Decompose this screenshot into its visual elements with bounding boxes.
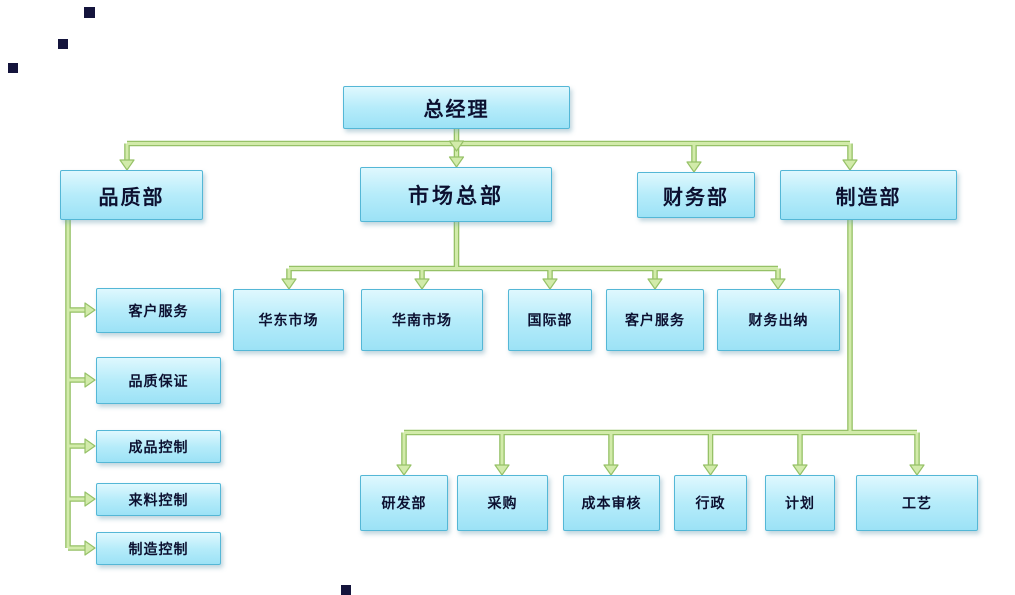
node-label: 来料控制 (128, 492, 189, 509)
node-label: 成品控制 (128, 439, 189, 456)
node-customer-service-m[interactable]: 客户服务 (606, 289, 704, 351)
artifact-square (58, 39, 68, 49)
node-label: 华东市场 (258, 313, 319, 329)
artifact-square (8, 63, 18, 73)
node-label: 制造部 (835, 184, 902, 209)
node-label: 客户服务 (128, 303, 189, 320)
node-marketing-hq[interactable]: 市场总部 (360, 167, 552, 222)
node-label: 制造控制 (128, 541, 189, 558)
node-manufacturing-dept[interactable]: 制造部 (780, 170, 957, 220)
node-label: 财务出纳 (748, 313, 809, 329)
node-rd-dept[interactable]: 研发部 (360, 475, 448, 531)
node-label: 成本审核 (581, 496, 642, 512)
node-label: 华南市场 (392, 313, 452, 329)
node-label: 总经理 (423, 97, 490, 121)
node-label: 工艺 (902, 496, 932, 512)
node-quality-dept[interactable]: 品质部 (60, 170, 203, 220)
node-label: 计划 (785, 496, 815, 512)
node-finance-dept[interactable]: 财务部 (637, 172, 755, 218)
artifact-square (341, 585, 351, 595)
connector-arrowheads (84, 140, 925, 556)
node-finished-goods-control[interactable]: 成品控制 (96, 430, 221, 463)
node-label: 品质部 (98, 184, 165, 209)
node-label: 行政 (695, 496, 726, 512)
node-incoming-material-control[interactable]: 来料控制 (96, 483, 221, 516)
node-label: 财务部 (663, 184, 729, 209)
node-cost-audit[interactable]: 成本审核 (563, 475, 660, 531)
node-international-dept[interactable]: 国际部 (508, 289, 592, 351)
node-administration[interactable]: 行政 (674, 475, 747, 531)
node-customer-service-q[interactable]: 客户服务 (96, 288, 221, 333)
node-procurement[interactable]: 采购 (457, 475, 548, 531)
node-east-china-market[interactable]: 华东市场 (233, 289, 344, 351)
node-label: 市场总部 (408, 183, 504, 208)
artifact-square (84, 7, 95, 18)
node-south-china-market[interactable]: 华南市场 (361, 289, 483, 351)
node-quality-assurance[interactable]: 品质保证 (96, 357, 221, 404)
node-finance-cashier[interactable]: 财务出纳 (717, 289, 840, 351)
node-general-manager[interactable]: 总经理 (343, 86, 570, 129)
node-process-engineering[interactable]: 工艺 (856, 475, 978, 531)
node-label: 采购 (487, 496, 518, 512)
node-planning[interactable]: 计划 (765, 475, 835, 531)
node-label: 国际部 (527, 313, 573, 329)
node-label: 客户服务 (625, 313, 685, 329)
node-label: 品质保证 (128, 373, 189, 390)
node-label: 研发部 (381, 496, 427, 512)
node-manufacturing-control[interactable]: 制造控制 (96, 532, 221, 565)
